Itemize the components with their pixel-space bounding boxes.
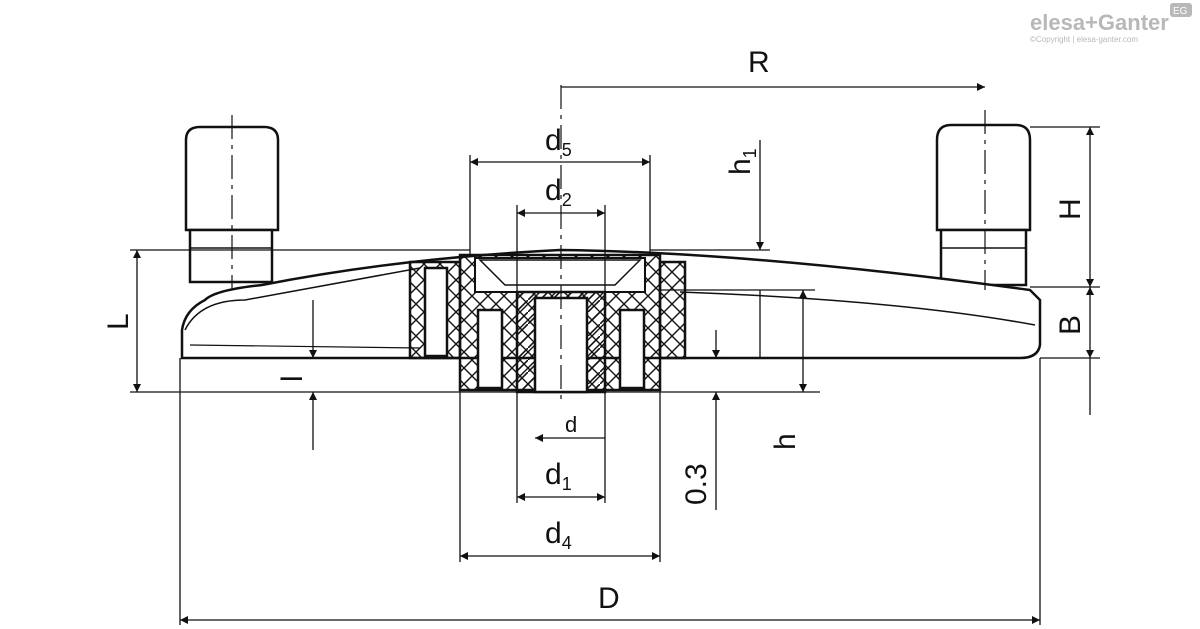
logo-brand: elesa+Ganter [1030,10,1169,35]
logo-copyright: ©Copyright | elesa-ganter.com [1030,35,1138,44]
logo-badge-icon [1170,3,1192,17]
label-d4: d4 [545,517,572,553]
label-D: D [598,582,620,615]
label-d: d [565,412,577,437]
dimension-lines [130,83,1100,625]
label-d5: d5 [545,124,572,160]
part-outline [180,123,1042,394]
label-d1: d1 [545,458,572,494]
label-H: H [1054,198,1087,220]
label-h: h [769,433,802,450]
label-L: L [102,313,135,330]
label-d2: d2 [545,174,572,210]
label-R: R [748,46,770,79]
label-clearance: 0.3 [680,463,713,505]
dimension-labels: R d5 d2 h1 H B L l d h d1 0.3 d4 D [102,46,1087,615]
logo: elesa+Ganter EG ©Copyright | elesa-gante… [1030,3,1192,44]
center-lines [231,85,986,400]
label-l: l [276,375,309,382]
label-h1: h1 [724,148,760,175]
label-B: B [1054,315,1087,335]
logo-badge: EG [1173,6,1188,17]
